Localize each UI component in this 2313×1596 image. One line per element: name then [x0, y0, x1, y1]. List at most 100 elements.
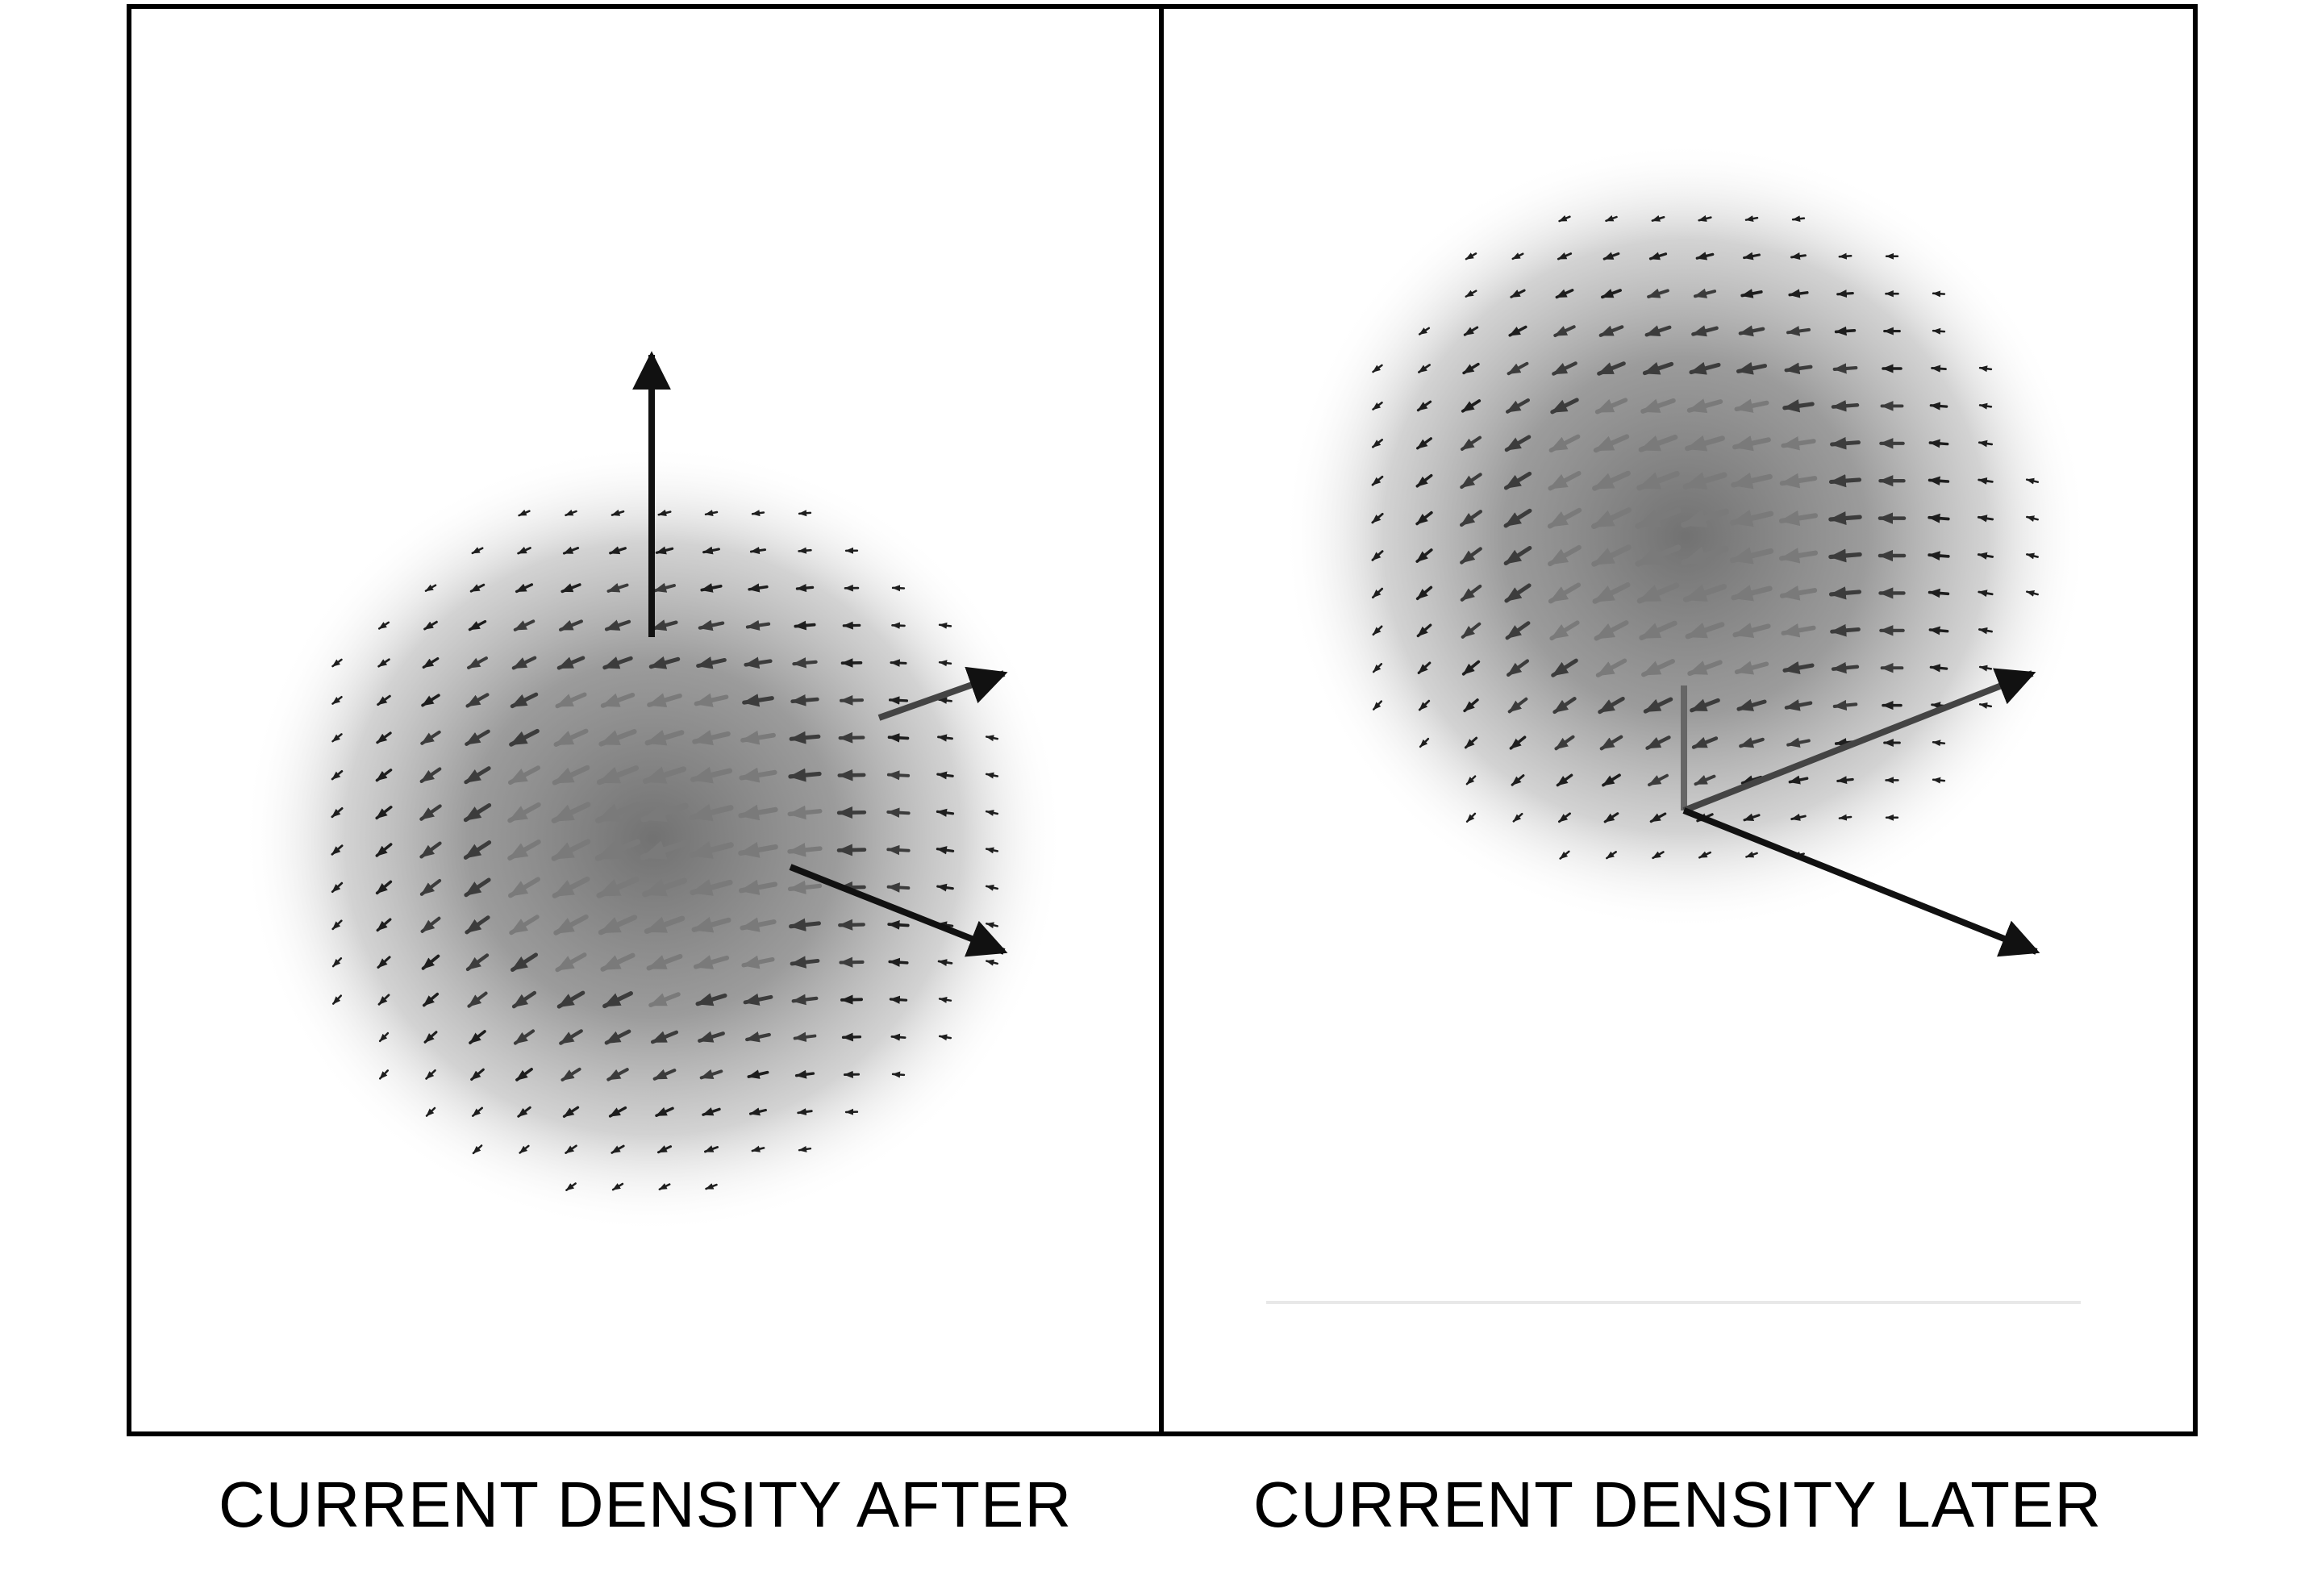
- field-vector: [1464, 736, 1478, 749]
- field-vector: [1978, 365, 1993, 373]
- field-vector: [1690, 698, 1720, 713]
- panel-later: [1159, 4, 2198, 1436]
- field-vector: [1556, 773, 1573, 787]
- field-vector: [375, 806, 393, 820]
- field-vector: [1931, 365, 1947, 373]
- field-vector: [606, 582, 629, 593]
- field-vector: [742, 694, 774, 707]
- field-vector: [1978, 665, 1993, 672]
- field-vector: [1416, 623, 1432, 638]
- field-vector: [1509, 735, 1527, 750]
- field-vector: [507, 802, 541, 823]
- field-vector: [598, 915, 638, 936]
- field-vector: [1695, 252, 1715, 260]
- field-vector: [1591, 507, 1632, 530]
- field-vector: [1647, 288, 1669, 298]
- field-vector: [704, 1145, 719, 1153]
- panel-after: [127, 4, 1164, 1436]
- field-vector: [331, 733, 343, 743]
- field-vector: [1788, 289, 1809, 298]
- field-vector: [469, 1030, 486, 1044]
- field-vector: [696, 656, 727, 669]
- field-vector: [1978, 477, 1994, 485]
- field-vector: [1778, 548, 1819, 564]
- field-vector: [1635, 507, 1682, 529]
- field-vector: [836, 806, 867, 819]
- field-vector: [1592, 582, 1631, 604]
- field-vector: [1828, 586, 1862, 600]
- field-vector: [1738, 325, 1765, 337]
- field-vector: [331, 769, 344, 781]
- field-vector: [1505, 621, 1531, 640]
- field-vector: [1415, 473, 1433, 488]
- field-vector: [692, 730, 731, 746]
- field-vector: [655, 1106, 674, 1118]
- field-vector: [331, 881, 344, 894]
- field-vector: [702, 1107, 721, 1116]
- field-vector: [551, 802, 591, 823]
- field-vector: [938, 996, 952, 1003]
- field-vector: [653, 582, 676, 593]
- field-vector: [795, 583, 815, 593]
- field-vector: [1606, 851, 1617, 860]
- field-vector: [886, 807, 911, 818]
- field-vector: [513, 619, 536, 631]
- axis-arrow-lower-right: [789, 864, 1008, 957]
- field-vector: [740, 730, 776, 745]
- field-vector: [1828, 548, 1862, 563]
- field-vector: [1685, 622, 1725, 640]
- field-vector: [1834, 326, 1857, 336]
- field-vector: [1503, 471, 1532, 490]
- field-vector: [565, 509, 577, 517]
- field-vector: [1831, 661, 1860, 674]
- field-vector: [1644, 325, 1672, 337]
- field-vector: [1461, 660, 1481, 676]
- field-vector: [517, 546, 531, 555]
- field-vector: [1419, 737, 1430, 748]
- field-vector: [886, 882, 911, 893]
- field-vector: [1549, 620, 1580, 641]
- field-vector: [507, 765, 541, 785]
- field-vector: [510, 692, 539, 709]
- field-vector: [1552, 361, 1577, 376]
- field-vector: [1507, 697, 1528, 714]
- field-vector: [508, 877, 540, 898]
- field-vector: [1461, 399, 1482, 413]
- field-vector: [1830, 436, 1861, 450]
- field-vector: [1511, 252, 1524, 260]
- field-vector: [1978, 440, 1994, 448]
- field-vector: [658, 1183, 671, 1190]
- field-vector: [377, 994, 390, 1006]
- field-vector: [419, 767, 442, 784]
- field-vector: [1681, 508, 1729, 528]
- field-vector: [748, 1107, 768, 1116]
- field-vector: [596, 877, 640, 898]
- field-vector: [1687, 660, 1723, 676]
- field-vector: [419, 841, 442, 859]
- field-vector: [561, 1067, 581, 1081]
- field-vector: [839, 956, 865, 968]
- field-vector: [1559, 850, 1570, 860]
- field-vector: [423, 620, 438, 631]
- field-vector: [1465, 775, 1477, 785]
- field-vector: [651, 619, 678, 631]
- field-vector: [1418, 327, 1431, 335]
- field-vector: [598, 728, 637, 747]
- field-vector: [511, 952, 538, 972]
- field-vector: [595, 802, 640, 823]
- field-vector: [836, 844, 867, 856]
- field-vector: [1372, 700, 1383, 710]
- field-vector: [1548, 544, 1582, 567]
- field-vector: [891, 1071, 906, 1078]
- field-vector: [936, 883, 954, 892]
- field-vector: [1978, 627, 1993, 635]
- field-vector: [1507, 361, 1529, 376]
- field-vector: [1418, 364, 1431, 373]
- field-vector: [1977, 515, 1994, 523]
- field-vector: [377, 658, 390, 668]
- field-vector: [743, 993, 773, 1006]
- field-vector: [789, 918, 821, 931]
- field-vector: [602, 656, 633, 670]
- axis-arrow-lower-right: [1682, 807, 2040, 957]
- field-vector: [1681, 545, 1729, 566]
